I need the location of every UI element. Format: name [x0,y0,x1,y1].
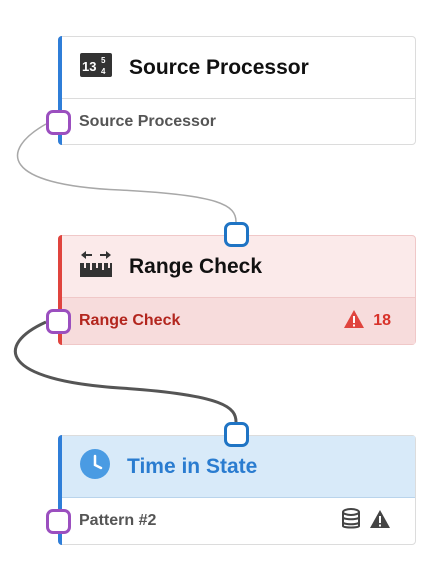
node-output-row[interactable]: Source Processor [59,99,415,145]
input-port[interactable] [224,222,249,247]
svg-text:4: 4 [101,67,106,76]
output-port[interactable] [46,110,71,135]
node-title: Range Check [129,254,263,278]
input-port[interactable] [224,422,249,447]
connection-edge-1[interactable] [16,123,237,223]
connection-edge-2[interactable] [13,320,238,423]
warning-count: 18 [373,312,391,329]
node-output-row[interactable]: Pattern #2 [59,498,415,544]
database-icon[interactable] [341,507,361,535]
number-block-icon: 13 5 4 [79,52,113,83]
node-range-check[interactable]: Range Check Range Check 18 [58,235,416,345]
node-row-label: Source Processor [79,113,216,130]
node-source-processor[interactable]: 13 5 4 Source Processor Source Processor [58,36,416,145]
range-ruler-icon [79,249,113,284]
node-time-in-state[interactable]: Time in State Pattern #2 [58,435,416,545]
node-row-status: 18 [343,309,391,334]
warning-icon[interactable] [369,509,391,534]
svg-text:13: 13 [82,59,96,74]
node-accent-bar [58,435,62,545]
svg-text:5: 5 [101,56,106,65]
node-header[interactable]: Range Check [59,236,415,298]
warning-icon[interactable] [343,309,365,334]
node-title: Source Processor [129,55,309,79]
node-row-label: Range Check [79,312,181,329]
output-port[interactable] [46,509,71,534]
node-output-row[interactable]: Range Check 18 [59,298,415,344]
node-accent-bar [58,235,62,345]
node-title: Time in State [127,454,258,478]
clock-icon [79,448,111,485]
node-row-label: Pattern #2 [79,512,157,529]
output-port[interactable] [46,309,71,334]
node-header[interactable]: 13 5 4 Source Processor [59,37,415,99]
node-accent-bar [58,36,62,145]
node-row-status [341,507,391,535]
